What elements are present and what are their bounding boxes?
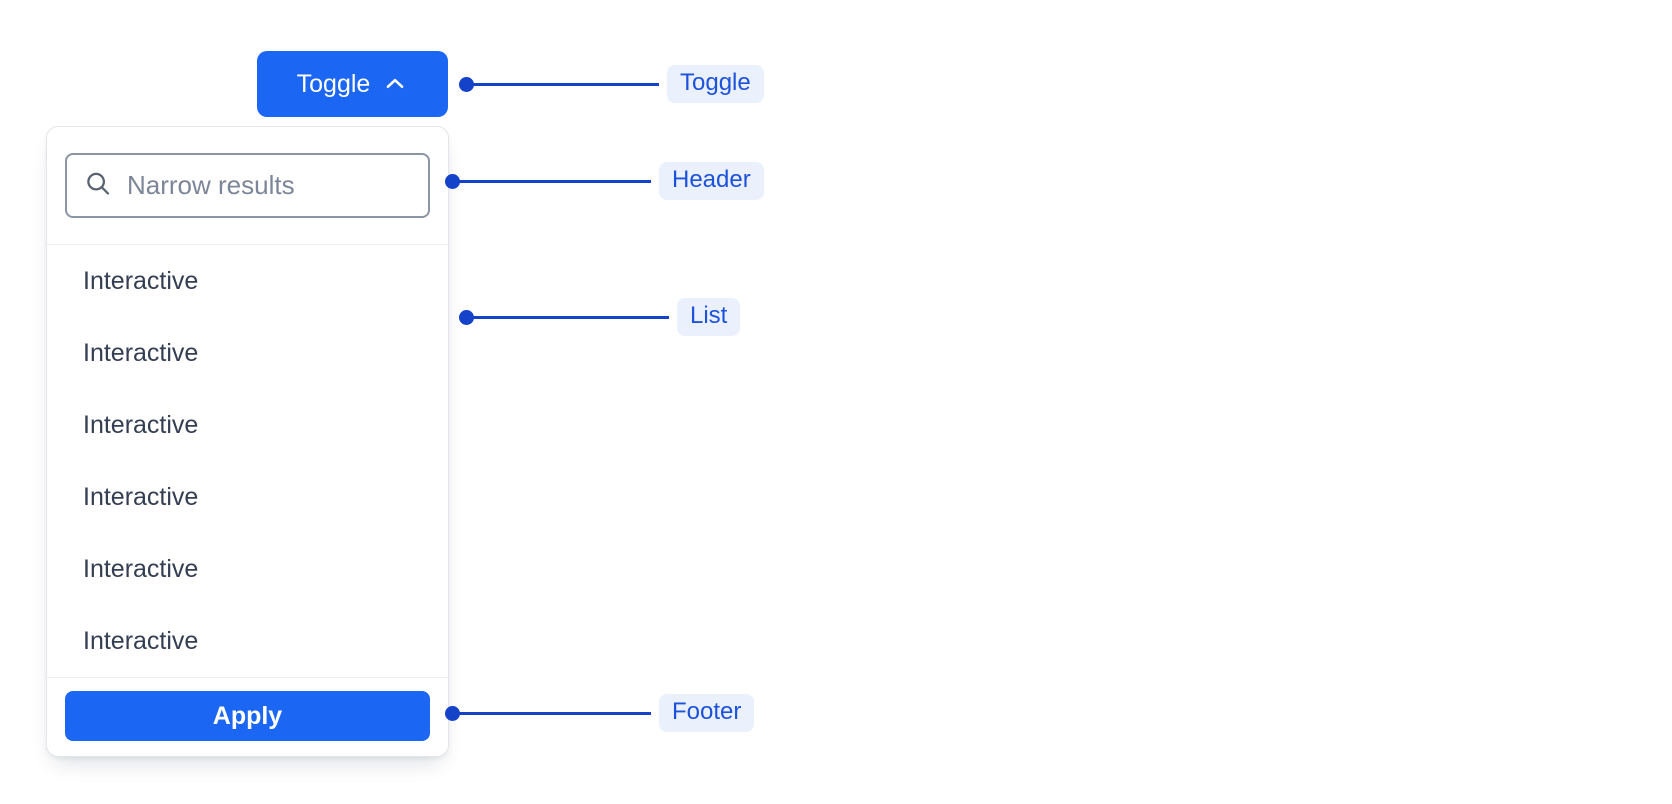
search-input[interactable] bbox=[65, 153, 430, 218]
toggle-button-label: Toggle bbox=[296, 69, 371, 98]
annotation-footer: Footer bbox=[445, 694, 755, 732]
list-item[interactable]: Interactive bbox=[47, 461, 448, 533]
apply-button[interactable]: Apply bbox=[65, 691, 430, 741]
dropdown-panel: Interactive Interactive Interactive Inte… bbox=[46, 126, 449, 757]
dropdown-header bbox=[47, 127, 448, 245]
annotation-line bbox=[459, 179, 651, 183]
list-item[interactable]: Interactive bbox=[47, 245, 448, 317]
dropdown-list: Interactive Interactive Interactive Inte… bbox=[47, 245, 448, 677]
toggle-button[interactable]: Toggle bbox=[257, 51, 448, 117]
annotation-header: Header bbox=[445, 162, 764, 200]
annotation-label-header: Header bbox=[659, 162, 764, 200]
annotation-toggle: Toggle bbox=[459, 65, 764, 103]
annotation-list: List bbox=[459, 298, 741, 336]
list-item[interactable]: Interactive bbox=[47, 317, 448, 389]
annotation-label-footer: Footer bbox=[659, 694, 755, 732]
annotation-dot bbox=[459, 309, 474, 325]
list-item[interactable]: Interactive bbox=[47, 605, 448, 677]
search-box bbox=[65, 153, 430, 218]
annotation-label-list: List bbox=[677, 298, 741, 336]
annotation-dot bbox=[459, 76, 474, 92]
annotation-label-toggle: Toggle bbox=[667, 65, 764, 103]
chevron-up-icon bbox=[382, 71, 408, 97]
annotation-line bbox=[459, 711, 651, 715]
list-item[interactable]: Interactive bbox=[47, 389, 448, 461]
dropdown-footer: Apply bbox=[47, 677, 448, 756]
list-item[interactable]: Interactive bbox=[47, 533, 448, 605]
annotation-line bbox=[473, 82, 659, 86]
annotation-line bbox=[473, 315, 669, 319]
